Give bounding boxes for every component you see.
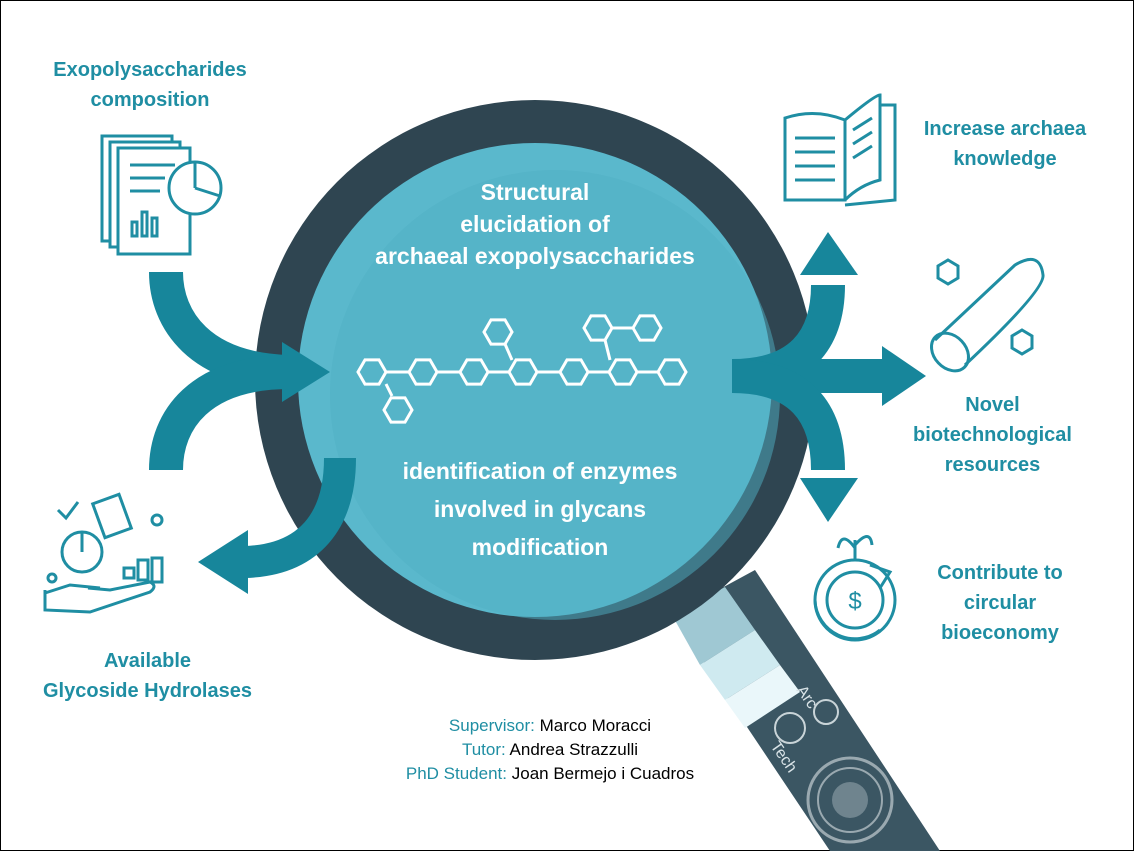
documents-chart-icon: [100, 134, 223, 256]
credit-role: Supervisor:: [448, 716, 535, 735]
glycosidic-bond: [603, 339, 612, 361]
label-biotech-resources: Novel biotechnological resources: [895, 390, 1090, 480]
credit-supervisor: Supervisor: Marco Moracci: [330, 714, 770, 738]
label-line: Contribute to: [937, 562, 1063, 584]
arrow-head-right: [882, 346, 926, 406]
center-title-line-1: Structural: [480, 179, 590, 205]
label-circular-bioeconomy: Contribute to circular bioeconomy: [910, 558, 1090, 648]
credit-name: Joan Bermejo i Cuadros: [511, 764, 695, 783]
label-line: bioeconomy: [941, 622, 1059, 644]
center-title-line-2: elucidation of: [460, 211, 610, 237]
label-line: resources: [944, 454, 1041, 476]
center-subtitle-line-1: identification of enzymes: [402, 458, 678, 484]
nanotube-icon: [930, 257, 1045, 373]
output-arrows-right: [731, 284, 885, 471]
center-subtitle-line-2: involved in glycans: [433, 496, 647, 522]
label-exopolysaccharides: Exopolysaccharides composition: [30, 55, 270, 115]
center-subtitle: identification of enzymes involved in gl…: [340, 452, 740, 566]
hexagon-ring: [382, 396, 414, 424]
label-line: Increase archaea: [923, 118, 1087, 140]
credit-role: Tutor:: [461, 740, 506, 759]
hexagon-ring: [356, 358, 388, 386]
glycan-chain-icon: [356, 314, 688, 424]
gear-logo-icon: [813, 699, 839, 725]
input-arrow-bottom: [149, 355, 291, 471]
label-line: knowledge: [953, 148, 1057, 170]
credit-role: PhD Student:: [405, 764, 507, 783]
label-line: Exopolysaccharides: [53, 59, 247, 81]
circular-bioeconomy-icon: [813, 535, 897, 642]
label-increase-knowledge: Increase archaea knowledge: [905, 114, 1105, 174]
book-icon: [783, 93, 897, 207]
glycosidic-bond: [503, 343, 514, 361]
credit-name: Andrea Strazzulli: [509, 740, 639, 759]
glycosidic-bond: [384, 383, 394, 397]
dollar-icon: $: [848, 588, 861, 615]
label-line: Available: [103, 650, 192, 672]
label-line: Novel: [965, 394, 1020, 416]
credit-name: Marco Moracci: [539, 716, 652, 735]
sun-logo-icon: [774, 712, 806, 744]
output-arrow-left: [198, 457, 356, 594]
arrow-head-down: [800, 478, 858, 522]
magnifier-handle: Arc Tech: [672, 570, 940, 851]
label-glycoside-hydrolases: Available Glycoside Hydrolases: [20, 646, 275, 706]
hand-data-icon: [43, 492, 164, 614]
label-line: circular: [963, 592, 1037, 614]
credit-phd-student: PhD Student: Joan Bermejo i Cuadros: [330, 762, 770, 786]
arrow-head-up: [800, 232, 858, 275]
university-seal-icon: [806, 756, 894, 844]
center-title: Structural elucidation of archaeal exopo…: [330, 176, 740, 272]
center-title-line-3: archaeal exopolysaccharides: [375, 243, 695, 269]
label-line: composition: [90, 89, 210, 111]
label-line: Glycoside Hydrolases: [43, 680, 252, 702]
credit-tutor: Tutor: Andrea Strazzulli: [330, 738, 770, 762]
label-line: biotechnological: [913, 424, 1072, 446]
credits: Supervisor: Marco Moracci Tutor: Andrea …: [330, 714, 770, 786]
center-subtitle-line-3: modification: [471, 534, 609, 560]
